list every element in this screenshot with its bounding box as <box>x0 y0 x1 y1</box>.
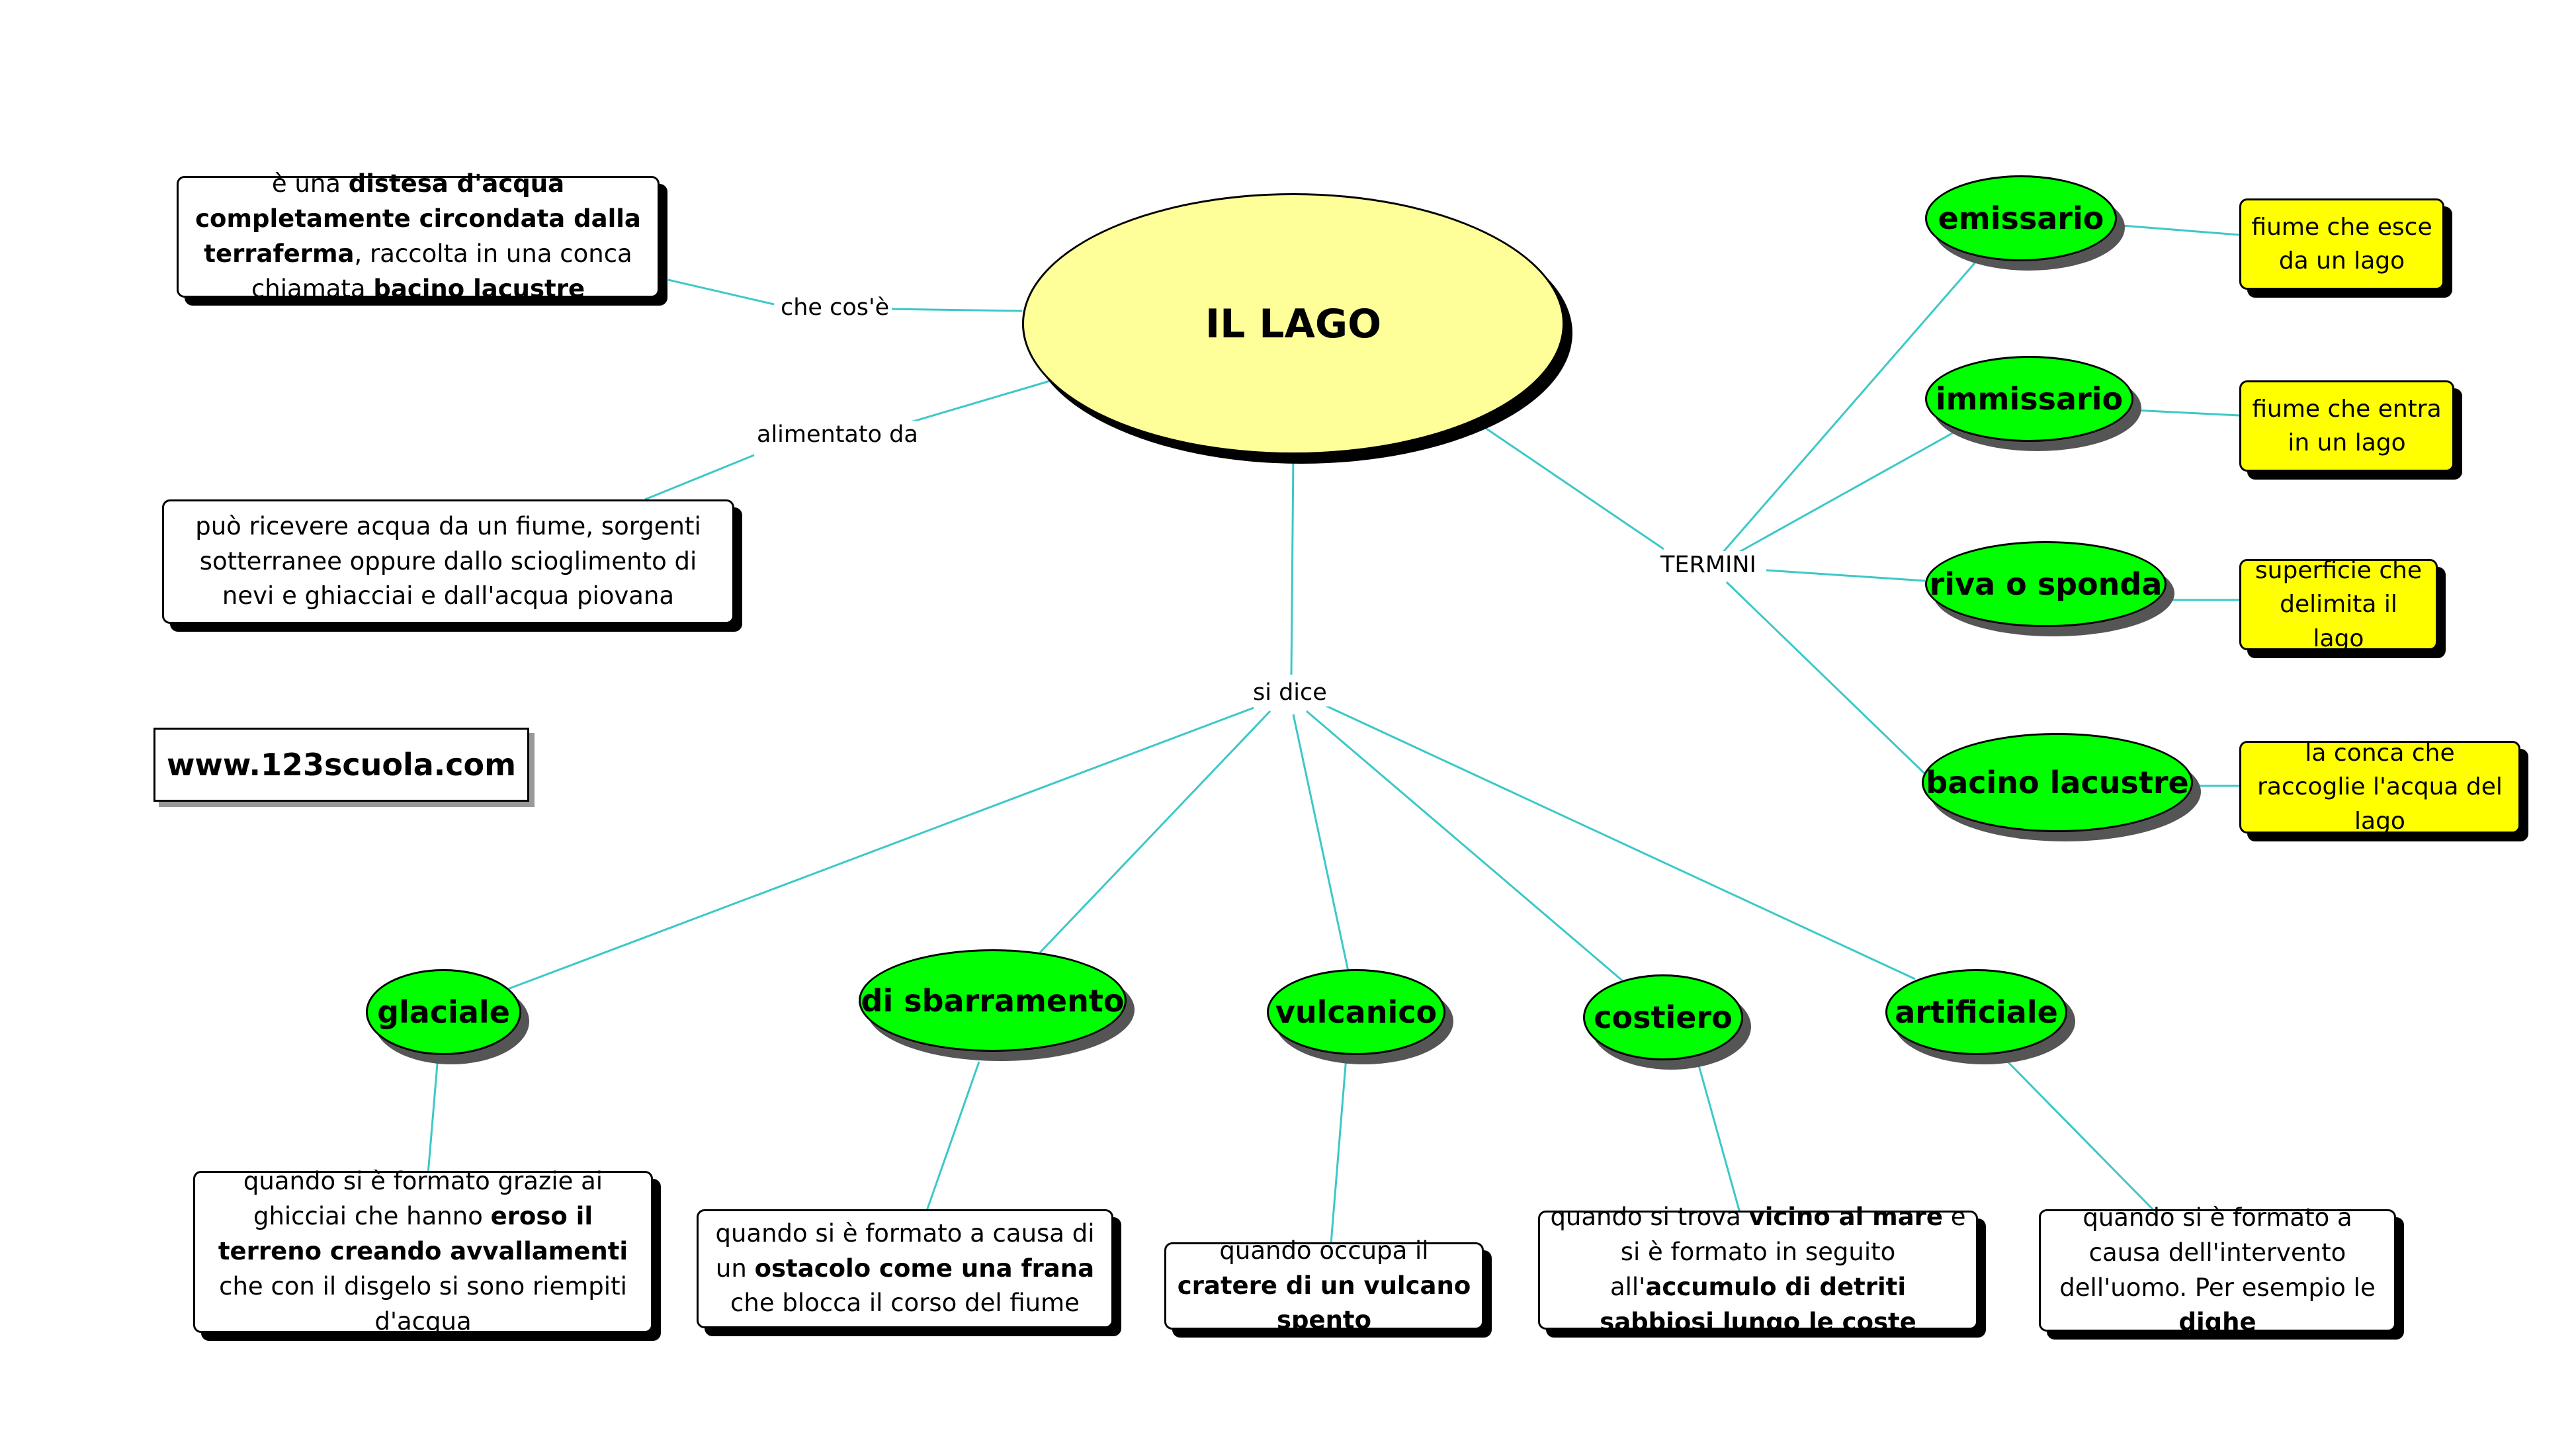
type-node-di-sbarramento: di sbarramento <box>859 949 1127 1052</box>
type-node-glaciale: glaciale <box>366 969 521 1055</box>
website-box: www.123scuola.com <box>153 728 529 802</box>
term-node-immissario: immissario <box>1925 356 2133 442</box>
term-definition-emissario: fiume che esce da un lago <box>2239 198 2444 290</box>
main-topic-title: IL LAGO <box>1205 300 1382 347</box>
label-che-cose: che cos'è <box>778 294 892 321</box>
type-node-artificiale: artificiale <box>1885 969 2067 1055</box>
type-node-vulcanico: vulcanico <box>1267 969 1445 1055</box>
type-description-costiero: quando si trova vicino al mare e si è fo… <box>1538 1203 1978 1336</box>
term-node-bacino-lacustre: bacino lacustre <box>1922 733 2193 832</box>
label-termini: TERMINI <box>1658 551 1759 579</box>
term-definition-bacino: la conca che raccoglie l'acqua del lago <box>2239 740 2520 835</box>
type-description-sbarramento: quando si è formato a causa di un ostaco… <box>697 1209 1113 1328</box>
type-node-costiero: costiero <box>1583 974 1743 1060</box>
label-alimentato-da: alimentato da <box>754 421 921 448</box>
main-topic-node: IL LAGO <box>1022 193 1565 454</box>
term-node-riva-o-sponda: riva o sponda <box>1925 541 2167 627</box>
definition-box: è una distesa d'acqua completamente circ… <box>177 169 660 303</box>
term-definition-riva: superficie che delimita il lago <box>2239 557 2438 652</box>
type-description-vulcanico: quando occupa il cratere di un vulcano s… <box>1164 1236 1484 1334</box>
type-description-glaciale: quando si è formato grazie ai ghicciai c… <box>193 1167 653 1336</box>
type-description-artificiale: quando si è formato a causa dell'interve… <box>2039 1203 2396 1336</box>
term-definition-immissario: fiume che entra in un lago <box>2239 380 2454 472</box>
term-node-emissario: emissario <box>1925 175 2117 261</box>
water-source-box: può ricevere acqua da un fiume, sorgenti… <box>162 499 734 624</box>
label-si-dice: si dice <box>1250 679 1330 706</box>
website-url: www.123scuola.com <box>166 747 517 783</box>
